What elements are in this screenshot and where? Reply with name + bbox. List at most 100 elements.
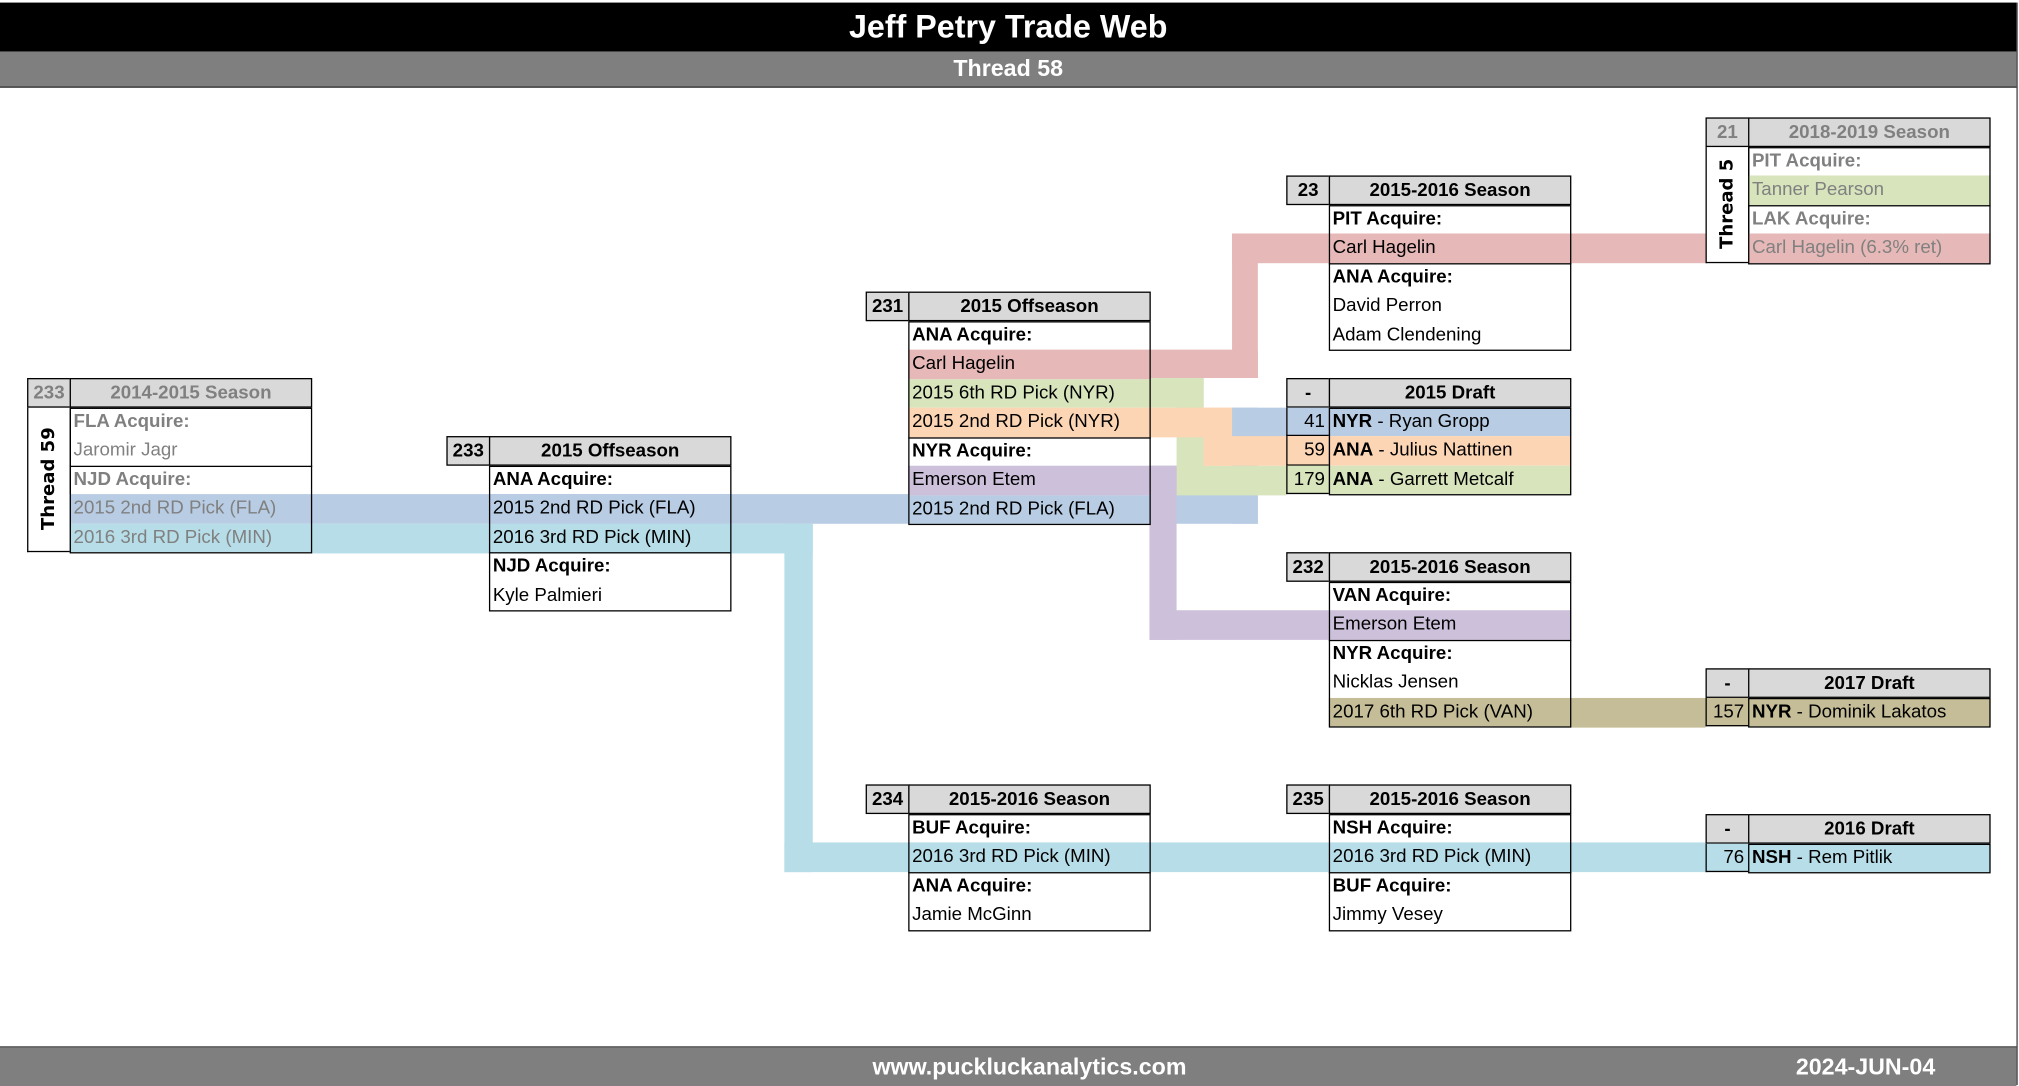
asset-item: 2017 6th RD Pick (VAN) <box>1328 697 1572 727</box>
thread-label: Thread 5 <box>1705 146 1750 263</box>
asset-item: Emerson Etem <box>1328 610 1572 640</box>
asset-item: Kyle Palmieri <box>492 585 602 606</box>
asset-item: Carl Hagelin (6.3% ret) <box>1748 233 1991 263</box>
asset-item: Tanner Pearson <box>1748 175 1991 205</box>
trade-number: 234 <box>865 784 910 814</box>
thread-label: Thread 59 <box>27 407 71 553</box>
acquire-label: ANA Acquire: <box>912 324 1033 346</box>
asset-item: 2015 2nd RD Pick (FLA) <box>69 494 313 524</box>
group-divider <box>1328 262 1572 264</box>
acquire-label: ANA Acquire: <box>912 875 1033 896</box>
acquire-label: PIT Acquire: <box>1332 208 1443 229</box>
trade-period-header: 2016 Draft <box>1748 814 1991 844</box>
asset-item: Jaromir Jagr <box>73 439 178 461</box>
group-divider <box>1328 871 1572 873</box>
footer-url[interactable]: www.puckluckanalytics.com <box>872 1054 1187 1080</box>
group-divider <box>1328 639 1572 641</box>
asset-item: Carl Hagelin <box>908 349 1151 379</box>
draft-player: - Garrett Metcalf <box>1373 468 1514 490</box>
trade-number: 23 <box>1286 175 1331 205</box>
draft-pick-row: NSH - Rem Pitlik <box>1748 843 1991 873</box>
draft-team: NSH <box>1751 846 1792 868</box>
trade-number: 233 <box>446 436 491 466</box>
asset-item: 2016 3rd RD Pick (MIN) <box>69 523 313 553</box>
group-divider <box>908 871 1151 873</box>
draft-pick-row: NYR - Ryan Gropp <box>1328 407 1572 437</box>
trade-period-header: 2015 Offseason <box>488 436 732 466</box>
asset-item: 2016 3rd RD Pick (MIN) <box>1328 842 1572 872</box>
trade-number: 233 <box>27 377 71 408</box>
draft-pick-number: 179 <box>1286 465 1331 495</box>
trade-period-header: 2018-2019 Season <box>1748 117 1991 147</box>
trade-number: - <box>1286 377 1331 408</box>
asset-item: David Perron <box>1332 295 1442 317</box>
trade-number: 235 <box>1286 784 1331 814</box>
group-divider <box>1748 204 1991 206</box>
draft-player: - Julius Nattinen <box>1373 439 1513 461</box>
asset-item: Carl Hagelin <box>1328 233 1572 263</box>
green-connector <box>1176 465 1287 495</box>
teal-connector <box>784 523 813 873</box>
draft-pick-row: ANA - Garrett Metcalf <box>1328 465 1572 495</box>
trade-number: - <box>1705 668 1750 698</box>
draft-pick-number: 76 <box>1705 843 1750 873</box>
acquire-label: FLA Acquire: <box>73 410 190 432</box>
asset-item: Jamie McGinn <box>912 904 1032 926</box>
acquire-label: LAK Acquire: <box>1751 208 1871 229</box>
purple-connector <box>1149 610 1329 640</box>
acquire-label: ANA Acquire: <box>492 468 614 490</box>
trade-period-header: 2015-2016 Season <box>1328 784 1572 814</box>
draft-team: NYR <box>1751 701 1792 722</box>
draft-pick-row: NYR - Dominik Lakatos <box>1748 697 1991 727</box>
trade-period-header: 2014-2015 Season <box>69 377 313 408</box>
draft-team: NYR <box>1332 410 1373 432</box>
draft-pick-number: 59 <box>1286 436 1331 466</box>
asset-item: Jimmy Vesey <box>1332 904 1443 926</box>
draft-player: - Dominik Lakatos <box>1791 701 1947 722</box>
asset-item: 2016 3rd RD Pick (MIN) <box>488 523 732 553</box>
thread-label-text[interactable]: Thread 59 <box>38 427 60 531</box>
draft-team: ANA <box>1332 439 1374 461</box>
trade-period-header: 2015 Draft <box>1328 377 1572 408</box>
acquire-label: VAN Acquire: <box>1332 585 1452 606</box>
group-divider <box>908 436 1151 438</box>
thread-label-text[interactable]: Thread 5 <box>1717 158 1738 249</box>
page-border <box>2016 2 2018 1085</box>
acquire-label: BUF Acquire: <box>912 817 1031 838</box>
asset-item: 2015 6th RD Pick (NYR) <box>908 378 1151 408</box>
page-title: Jeff Petry Trade Web <box>0 2 2017 52</box>
acquire-label: NYR Acquire: <box>912 440 1032 462</box>
orange-connector <box>1203 436 1287 466</box>
acquire-label: NYR Acquire: <box>1332 643 1453 664</box>
asset-item: 2016 3rd RD Pick (MIN) <box>908 842 1151 872</box>
trade-number: 21 <box>1705 117 1750 147</box>
acquire-label: BUF Acquire: <box>1332 875 1452 896</box>
acquire-label: ANA Acquire: <box>1332 266 1453 288</box>
asset-item: 2015 2nd RD Pick (FLA) <box>488 494 732 524</box>
group-divider <box>488 552 732 554</box>
trade-period-header: 2015-2016 Season <box>908 784 1151 814</box>
thread-subtitle: Thread 58 <box>0 51 2017 88</box>
group-divider <box>69 465 313 467</box>
draft-pick-number: 157 <box>1705 697 1750 727</box>
acquire-label: NJD Acquire: <box>73 468 192 490</box>
trade-period-header: 2017 Draft <box>1748 668 1991 698</box>
trade-period-header: 2015 Offseason <box>908 291 1151 321</box>
draft-player: - Rem Pitlik <box>1791 846 1893 868</box>
tan-connector <box>1570 697 1706 727</box>
asset-item: Emerson Etem <box>908 465 1151 495</box>
asset-item: Adam Clendening <box>1332 324 1482 346</box>
trade-number: 231 <box>865 291 910 321</box>
acquire-label: PIT Acquire: <box>1751 150 1862 171</box>
footer: www.puckluckanalytics.com 2024-JUN-04 <box>0 1046 2017 1086</box>
